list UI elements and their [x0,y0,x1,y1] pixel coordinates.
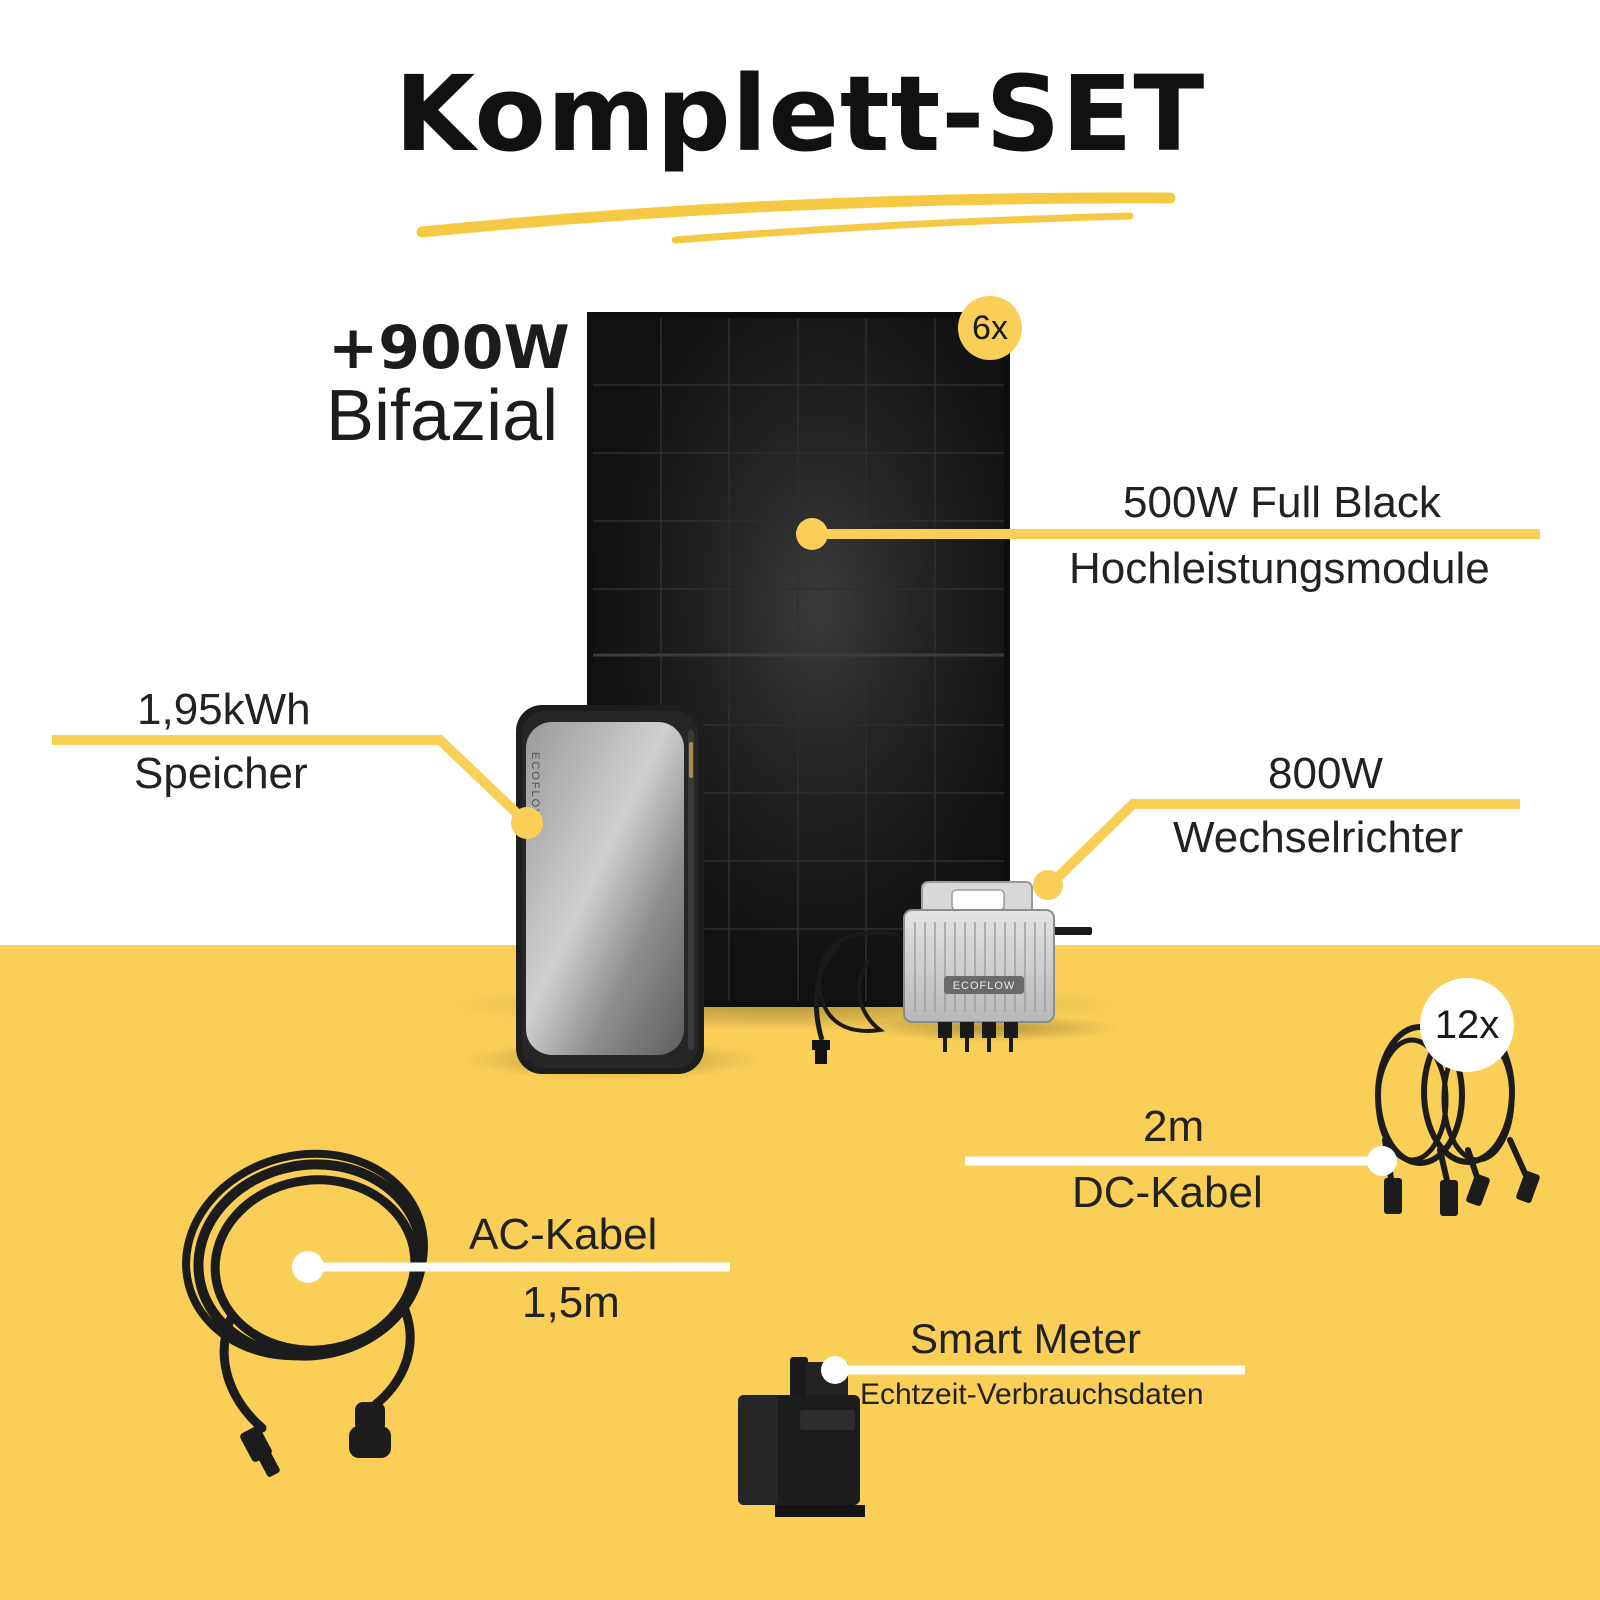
power-total: +900W [328,313,570,383]
panel-callout-dot [796,518,828,550]
inverter-brand: ECOFLOW [953,980,1016,992]
microinverter: ECOFLOW [812,881,1120,1064]
dc-cable-quantity-badge: 12x [1420,978,1514,1072]
dc-cable-connectors [1384,1171,1540,1216]
smart-meter-label-line2: Echtzeit-Verbrauchsdaten [860,1378,1204,1411]
ac-cable-coil [182,1149,428,1433]
panel-quantity-badge: 6x [958,296,1022,360]
dc-cable-coils [1375,1019,1531,1188]
power-type: Bifazial [326,376,559,456]
ac-cable-label-line1: AC-Kabel [469,1210,658,1259]
dc-cable-label-line2: DC-Kabel [1072,1168,1263,1217]
panel-label-line1: 500W Full Black [1123,478,1441,527]
ac-cable-plugs [240,1402,391,1477]
smart-meter-callout-dot [821,1356,849,1384]
inverter-label-line1: 800W [1268,749,1383,798]
smart-meter-device [738,1357,865,1517]
callout-lines [52,529,1540,1375]
battery-storage: ECOFLOW [462,705,762,1080]
battery-label-line1: 1,95kWh [137,685,311,734]
battery-callout-dot [511,807,543,839]
battery-label-line2: Speicher [134,749,308,798]
page-title: Komplett-SET [394,53,1206,175]
inverter-callout-dot [1033,870,1063,900]
ac-cable-label-line2: 1,5m [522,1278,620,1327]
dc-cable-callout-dot [1367,1146,1397,1176]
dc-cable-label-line1: 2m [1143,1102,1205,1151]
battery-brand: ECOFLOW [529,752,541,822]
title-underline [416,192,1176,244]
inverter-label-line2: Wechselrichter [1173,813,1464,862]
panel-label-line2: Hochleistungsmodule [1069,544,1490,593]
smart-meter-label-line1: Smart Meter [910,1315,1142,1362]
ac-cable-callout-dot [292,1251,324,1283]
